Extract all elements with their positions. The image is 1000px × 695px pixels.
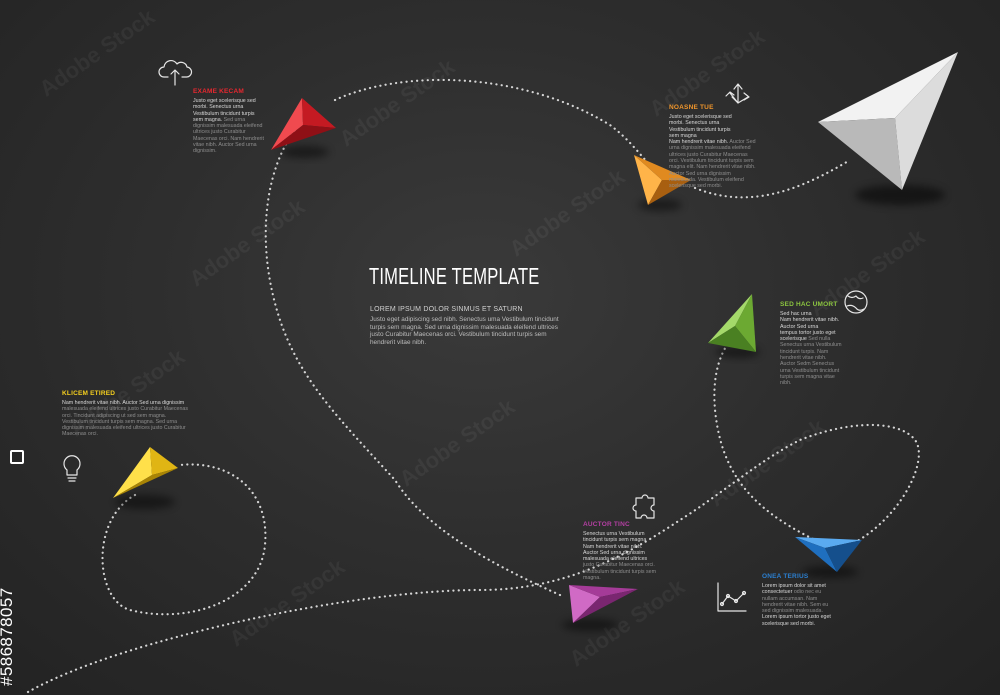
step-title: SED HAC UMORT <box>780 301 838 308</box>
step-text: Senectus urna Vestibulum tincidunt turpi… <box>583 531 661 581</box>
step-line: Auctor Sed urna <box>780 323 819 330</box>
cloud-upload-icon <box>158 59 193 86</box>
step-line: Auctor Sed urna dignissim <box>583 549 645 556</box>
step-title: EXAME KECAM <box>193 88 244 95</box>
step-dim-text: Sed nulla Senectus urna Vestibulum tinci… <box>780 336 842 387</box>
red-pyramid-marker <box>271 98 336 158</box>
step-line: consectetuer odio nec eu nullam accumsan… <box>762 589 829 615</box>
step-line: Vestibulum tincidunt turpis <box>669 126 731 133</box>
step-text: Justo eget scelerisque sed morbi. Senect… <box>669 114 757 190</box>
orange-pyramid-marker <box>634 155 691 211</box>
step-title: ONEA TERIUS <box>762 573 809 580</box>
timeline-step-4: KLICEM ETIRED Nam hendrerit vitae nibh. … <box>62 390 192 438</box>
intro-paragraph: Justo eget adipiscing sed nibh. Senectus… <box>370 316 560 346</box>
step-dim-text: Sed urna dignissim malesuada eleifend ul… <box>193 116 264 155</box>
step-line: morbi. Senectus urna <box>669 120 720 127</box>
step-line: sem magna. Sed urna dignissim malesuada … <box>193 116 264 155</box>
step-title: NOASNE TUE <box>669 104 714 111</box>
step-line: Vestibulum tincidunt turpis <box>193 110 255 117</box>
timeline-step-3: SED HAC UMORT Sed hac urna Nam hendrerit… <box>780 301 842 387</box>
puzzle-icon <box>632 494 655 519</box>
step-line: tempus tortor justo eget <box>780 329 836 336</box>
page-subtitle: LOREM IPSUM DOLOR SINMUS ET SATURN <box>370 306 523 313</box>
green-pyramid-marker <box>708 294 760 358</box>
step-title: AUCTOR TINC <box>583 521 630 528</box>
step-line: scelerisque sed morbi. <box>762 620 815 627</box>
step-text: Justo eget scelerisque sed morbi. Senect… <box>193 98 265 155</box>
step-line: tincidunt turpis sem magna <box>583 537 647 544</box>
timeline-step-1: EXAME KECAM Justo eget scelerisque sed m… <box>193 88 265 155</box>
step-dim-text: Auctor Sed urna dignissim malesuada elei… <box>669 139 756 190</box>
timeline-step-5: AUCTOR TINC Senectus urna Vestibulum tin… <box>583 521 661 581</box>
step-line: Lorem ipsum tortor justo eget <box>762 614 831 621</box>
timeline-step-2: NOASNE TUE Justo eget scelerisque sed mo… <box>669 104 757 190</box>
stock-id-watermark: #586878057 <box>0 450 30 686</box>
step-text: Sed hac urna Nam hendrerit vitae nibh. A… <box>780 311 842 387</box>
step-line: Nam hendrerit vitae nibh. Auctor Sed urn… <box>62 400 185 406</box>
intro-text: Justo eget adipiscing sed nibh. Senectus… <box>370 316 559 346</box>
step-line: Lorem ipsum dolor sit amet <box>762 583 826 589</box>
step-dim-text: justo Curabitur Maecenas orci. Vestibulu… <box>583 562 657 582</box>
step-line: malesuada eleifend ultrices <box>583 556 648 563</box>
step-title: KLICEM ETIRED <box>62 390 116 397</box>
step-line: Nam hendrerit vitae nibh. Auctor Sed urn… <box>669 139 756 190</box>
purple-pyramid-marker <box>562 585 638 631</box>
line-chart-icon <box>717 582 747 612</box>
step-line: Nam hendrerit vitae nibh. <box>780 317 840 324</box>
step-text: Nam hendrerit vitae nibh. Auctor Sed urn… <box>62 400 192 438</box>
step-line: Senectus urna Vestibulum <box>583 531 645 537</box>
blue-pyramid-marker <box>795 537 862 578</box>
page-title: TIMELINE TEMPLATE <box>369 263 540 289</box>
globe-icon <box>844 290 868 314</box>
step-dim-text: odio nec eu nullam accumsan. Nam hendrer… <box>762 589 829 615</box>
step-line: sem magna <box>669 132 697 139</box>
step-line: Sed hac urna <box>780 311 812 317</box>
step-dim-text: malesuada eleifend ultrices justo Curabi… <box>62 406 189 438</box>
yellow-pyramid-marker <box>113 447 178 509</box>
step-line: Justo eget scelerisque sed <box>193 98 256 104</box>
lightbulb-icon <box>63 455 81 482</box>
step-line: morbi. Senectus urna <box>193 104 244 111</box>
step-line: scelerisque Sed nulla Senectus urna Vest… <box>780 336 842 387</box>
timeline-step-6: ONEA TERIUS Lorem ipsum dolor sit amet c… <box>762 573 838 627</box>
adobe-stock-icon <box>10 450 24 464</box>
step-line: Justo eget scelerisque sed <box>669 114 732 120</box>
arrows-split-icon <box>725 83 750 104</box>
stock-id-text: #586878057 <box>0 587 16 686</box>
step-line: Nam hendrerit vitae nibh. <box>583 543 643 550</box>
step-text: Lorem ipsum dolor sit amet consectetuer … <box>762 583 838 627</box>
white-pyramid-marker <box>818 52 958 205</box>
